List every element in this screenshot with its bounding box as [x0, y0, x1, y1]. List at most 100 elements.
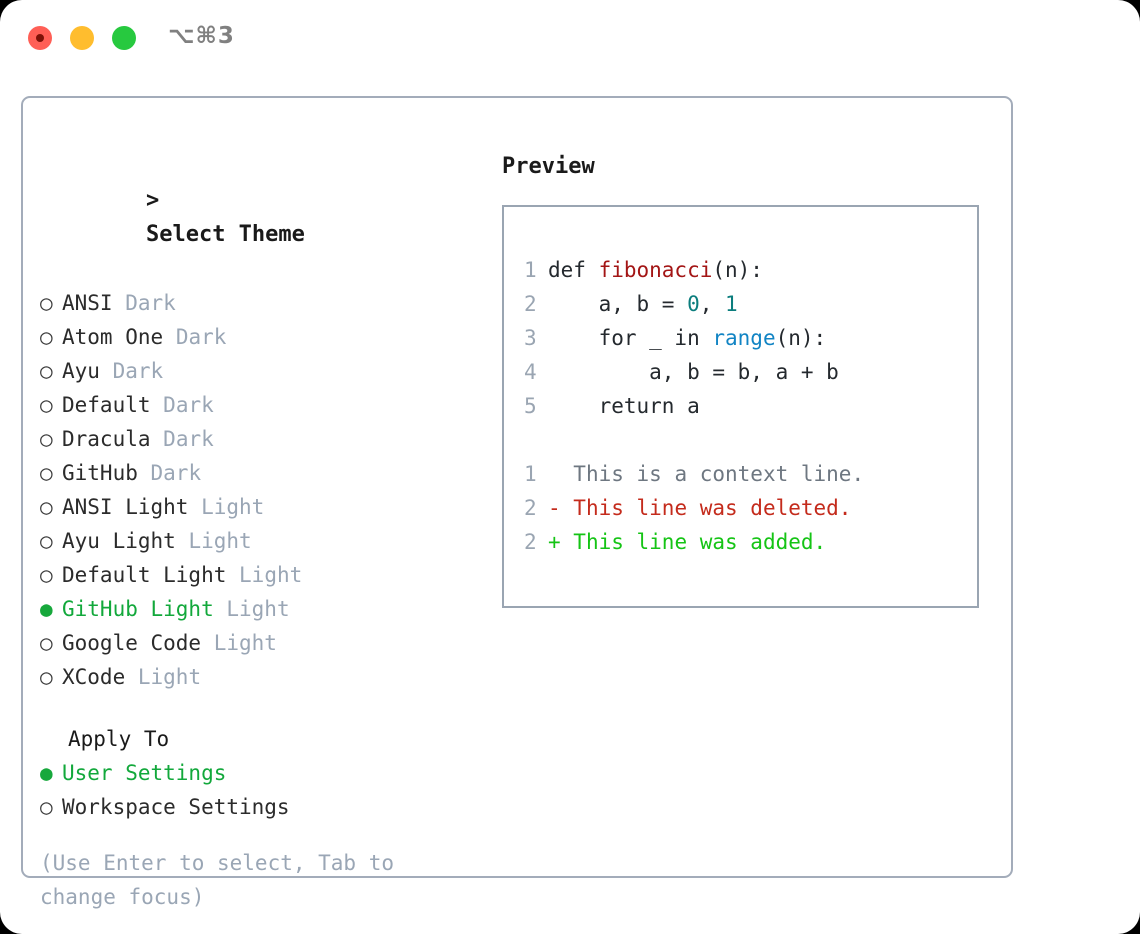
select-theme-heading: > Select Theme	[40, 150, 470, 286]
radio-unselected-icon: ○	[40, 495, 53, 519]
diff-marker: -	[548, 496, 561, 520]
apply-to-option-user-settings[interactable]: ● User Settings	[40, 756, 470, 790]
theme-option-tag: Light	[188, 529, 252, 553]
code-token-num: 0	[687, 292, 700, 316]
line-number: 3	[524, 326, 537, 350]
theme-option-tag: Dark	[163, 393, 214, 417]
theme-option-ansi-light[interactable]: ○ANSI Light Light	[40, 490, 470, 524]
hint-spacer	[40, 824, 470, 846]
theme-option-label: Ayu	[62, 359, 100, 383]
theme-option-tag: Light	[137, 665, 202, 689]
close-button[interactable]	[28, 26, 52, 50]
code-token-num: 1	[725, 292, 738, 316]
code-token-plain: (n):	[712, 258, 763, 282]
keyboard-hint-text: (Use Enter to select, Tab to change focu…	[40, 851, 407, 909]
preview-heading: Preview	[502, 154, 595, 179]
diff-text: This line was deleted.	[560, 496, 852, 520]
apply-to-option-label: Workspace Settings	[62, 795, 290, 819]
theme-option-label: GitHub	[62, 461, 138, 485]
apply-to-heading: Apply To	[68, 727, 170, 751]
radio-unselected-icon: ○	[40, 665, 53, 689]
diff-line-context: 1 This is a context line.	[524, 457, 977, 491]
theme-option-ansi[interactable]: ○ANSI Dark	[40, 286, 470, 320]
code-token-plain: return a	[548, 394, 700, 418]
code-token-plain: ,	[699, 292, 726, 316]
diff-line-added: 2+ This line was added.	[524, 525, 977, 559]
theme-option-github[interactable]: ○ GitHub Dark	[40, 456, 470, 490]
theme-option-tag: Light	[213, 631, 277, 655]
theme-option-default[interactable]: ○ Default Dark	[40, 388, 470, 422]
code-token-plain: a, b = b, a + b	[548, 360, 839, 384]
radio-unselected-icon: ○	[40, 393, 53, 417]
theme-option-ayu-light[interactable]: ○Ayu Light Light	[40, 524, 470, 558]
code-token-call: range	[712, 326, 776, 350]
list-spacer	[40, 694, 470, 722]
code-line: 5 return a	[524, 389, 977, 423]
radio-unselected-icon: ○	[40, 631, 53, 655]
radio-unselected-icon: ○	[40, 795, 53, 819]
radio-unselected-icon: ○	[40, 461, 53, 485]
theme-list-column: > Select Theme ○ANSI Dark○Atom One Dark○…	[40, 150, 470, 914]
diff-sample: 1 This is a context line.2- This line wa…	[524, 457, 977, 559]
theme-option-label: Ayu Light	[62, 529, 176, 553]
line-number: 4	[524, 360, 537, 384]
theme-option-xcode[interactable]: ○ XCode Light	[40, 660, 470, 694]
theme-option-default-light[interactable]: ○Default Light Light	[40, 558, 470, 592]
theme-option-label: Atom One	[62, 325, 164, 349]
radio-unselected-icon: ○	[40, 563, 53, 587]
apply-to-option-label: User Settings	[62, 761, 227, 785]
caret-icon: >	[145, 188, 160, 213]
line-number: 1	[524, 258, 537, 282]
theme-option-tag: Dark	[175, 325, 227, 349]
theme-selector-dialog: > Select Theme ○ANSI Dark○Atom One Dark○…	[21, 96, 1013, 909]
apply-to-option-list: ● User Settings ○ Workspace Settings	[40, 756, 470, 824]
code-token-plain: def	[548, 258, 599, 282]
radio-unselected-icon: ○	[40, 291, 53, 315]
theme-option-ayu[interactable]: ○Ayu Dark	[40, 354, 470, 388]
theme-option-dracula[interactable]: ○Dracula Dark	[40, 422, 470, 456]
theme-option-tag: Dark	[150, 461, 202, 485]
line-number: 2	[524, 292, 537, 316]
theme-option-atom-one[interactable]: ○ Atom One Dark	[40, 320, 470, 354]
theme-option-label: Default	[62, 393, 151, 417]
theme-option-google-code[interactable]: ○ Google Code Light	[40, 626, 470, 660]
line-number: 5	[524, 394, 537, 418]
theme-option-tag: Dark	[163, 427, 214, 451]
apply-to-option-workspace-settings[interactable]: ○ Workspace Settings	[40, 790, 470, 824]
code-token-plain: a, b =	[548, 292, 688, 316]
theme-option-label: GitHub Light	[62, 597, 214, 621]
diff-marker: +	[548, 530, 561, 554]
theme-option-label: ANSI	[62, 291, 113, 315]
diff-text: This is a context line.	[560, 462, 865, 486]
minimize-button[interactable]	[70, 26, 94, 50]
select-theme-label: Select Theme	[145, 222, 305, 247]
theme-option-tag: Light	[226, 597, 290, 621]
theme-option-label: ANSI Light	[62, 495, 189, 519]
theme-option-label: Google Code	[62, 631, 202, 655]
code-line: 3 for _ in range(n):	[524, 321, 977, 355]
keyboard-shortcut-label: ⌥⌘3	[168, 23, 235, 49]
theme-option-label: XCode	[62, 665, 126, 689]
code-line: 2 a, b = 0, 1	[524, 287, 977, 321]
diff-marker	[548, 462, 561, 486]
theme-option-label: Dracula	[62, 427, 151, 451]
maximize-button[interactable]	[112, 26, 136, 50]
radio-selected-icon: ●	[40, 597, 53, 621]
theme-option-github-light[interactable]: ● GitHub Light Light	[40, 592, 470, 626]
code-token-plain: for _ in	[548, 326, 713, 350]
code-line: 4 a, b = b, a + b	[524, 355, 977, 389]
radio-unselected-icon: ○	[40, 325, 53, 349]
theme-option-label: Default Light	[62, 563, 227, 587]
theme-option-list: ○ANSI Dark○Atom One Dark○Ayu Dark○Defaul…	[40, 286, 470, 694]
radio-selected-icon: ●	[40, 761, 53, 785]
line-number: 2	[524, 496, 537, 520]
diff-line-deleted: 2- This line was deleted.	[524, 491, 977, 525]
line-number: 1	[524, 462, 537, 486]
diff-text: This line was added.	[560, 530, 827, 554]
traffic-lights	[28, 26, 136, 50]
